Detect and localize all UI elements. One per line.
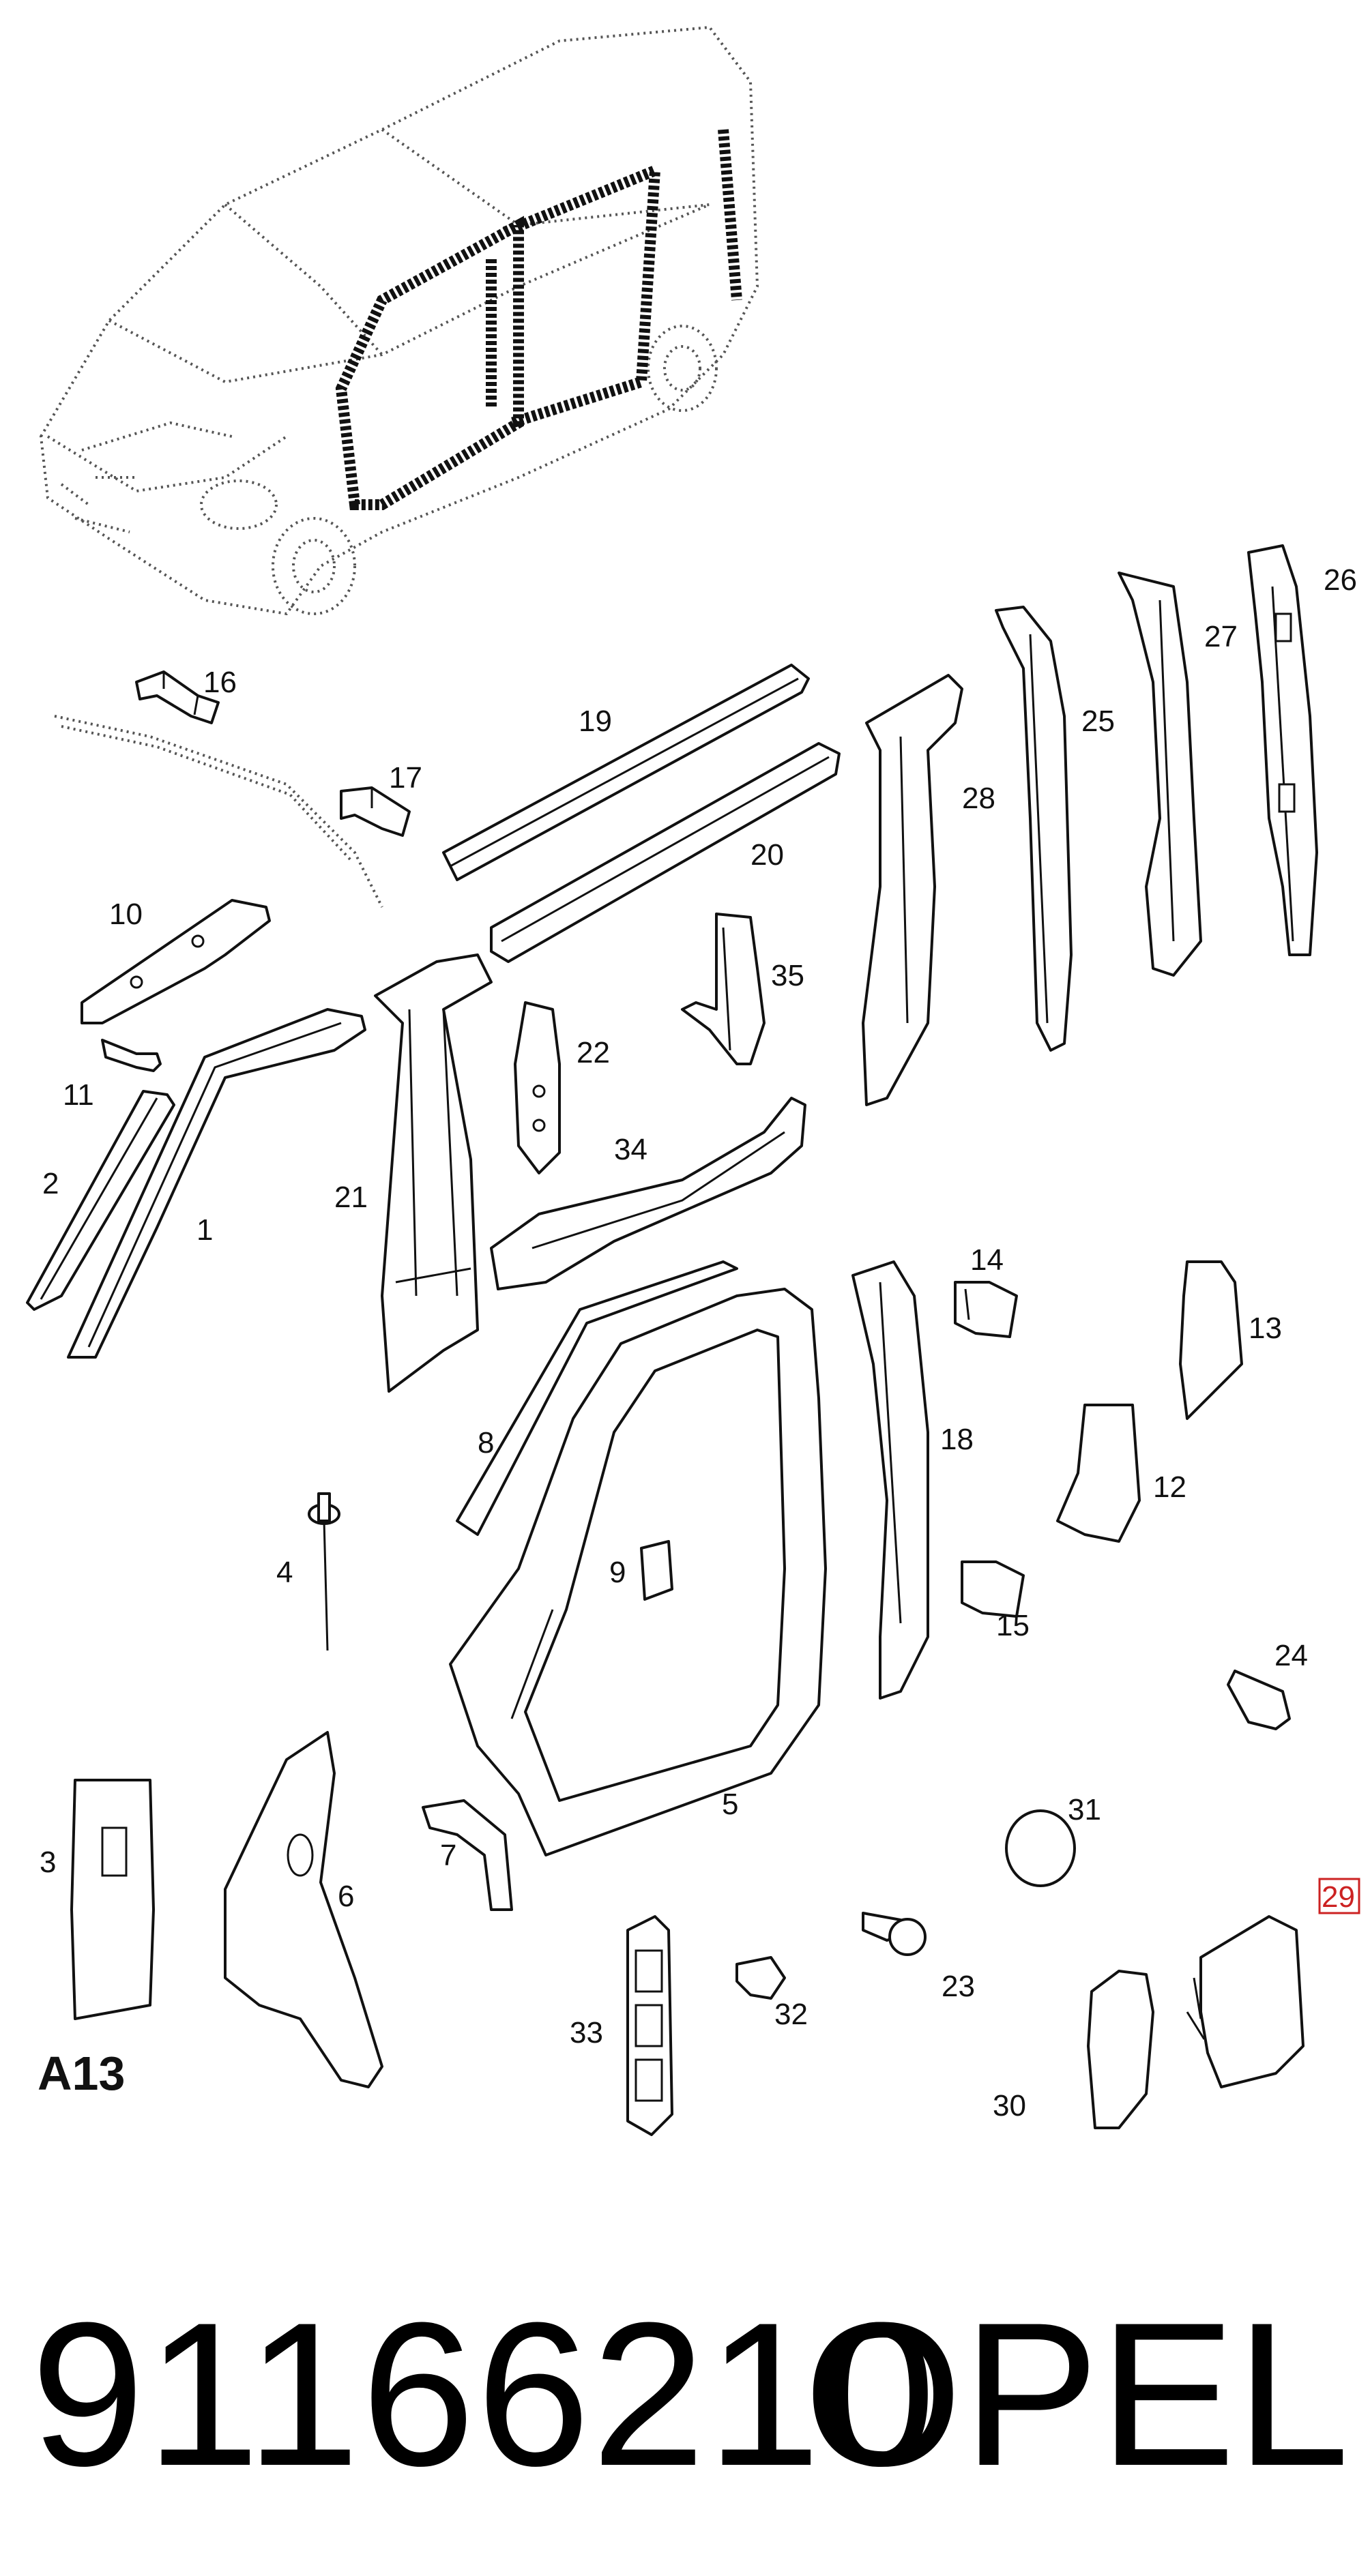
parts-diagram: 1 2 3 4 5 6 7 8 9 10 11 12 13 14 15 16 1…: [26, 25, 1360, 2136]
callout-23: 23: [942, 1970, 975, 2003]
part-26-pillar: [1247, 544, 1318, 956]
part-29-filler-flap: [1186, 1915, 1305, 2088]
part-17-clip: [340, 786, 411, 837]
part-5-side-frame: [449, 1288, 827, 1856]
part-4-rivet: [308, 1492, 340, 1651]
callout-29: 29: [1322, 1880, 1355, 1914]
part-33-frame: [626, 1915, 673, 2136]
callout-8: 8: [478, 1426, 494, 1460]
callout-3: 3: [40, 1846, 56, 1879]
callout-15: 15: [996, 1609, 1030, 1642]
sheet-label: A13: [38, 2047, 126, 2100]
callout-21: 21: [334, 1181, 368, 1214]
callout-31: 31: [1068, 1793, 1101, 1826]
part-20-sill: [490, 742, 841, 963]
part-30-panel: [1087, 1970, 1154, 2129]
callout-25: 25: [1081, 705, 1115, 738]
part-14-clip: [954, 1281, 1018, 1338]
part-28-pillar: [862, 674, 963, 1106]
callout-1: 1: [196, 1213, 213, 1247]
callout-9: 9: [609, 1556, 626, 1589]
part-10-bracket: [81, 899, 271, 1024]
part-6-pillar-lower: [224, 1731, 383, 2088]
callout-17: 17: [389, 761, 422, 795]
callouts: 1 2 3 4 5 6 7 8 9 10 11 12 13 14 15 16 1…: [40, 563, 1360, 2122]
part-21-b-pillar: [374, 953, 493, 1393]
part-18-pillar: [851, 1260, 929, 1700]
callout-6: 6: [338, 1880, 354, 1913]
callout-24: 24: [1274, 1639, 1308, 1672]
callout-10: 10: [109, 898, 143, 931]
callout-27: 27: [1204, 620, 1238, 653]
part-34-rail: [490, 1097, 806, 1290]
callout-34: 34: [614, 1133, 647, 1166]
part-number: 91166210: [31, 2279, 937, 2508]
callout-12: 12: [1153, 1470, 1186, 1504]
part-35-bracket: [681, 913, 766, 1065]
part-7-arch: [422, 1799, 513, 1911]
part-31-cap: [1005, 1809, 1076, 1887]
part-16-clip: [135, 670, 220, 724]
part-8-strip: [456, 1260, 738, 1536]
callout-16: 16: [203, 666, 237, 699]
part-23-screw: [862, 1912, 927, 1956]
van-overview-illustration: [39, 25, 759, 616]
callout-7: 7: [440, 1839, 456, 1872]
callout-19: 19: [579, 705, 612, 738]
part-32-clip: [735, 1956, 786, 2000]
callout-2: 2: [42, 1167, 59, 1200]
callout-13: 13: [1249, 1312, 1282, 1345]
part-9-bracket: [640, 1540, 673, 1601]
callout-20: 20: [750, 838, 784, 872]
callout-4: 4: [276, 1556, 293, 1589]
part-24-plug: [1227, 1670, 1291, 1730]
callout-30: 30: [993, 2089, 1026, 2122]
callout-18: 18: [940, 1423, 974, 1456]
part-11-bolt: [101, 1039, 162, 1072]
callout-35: 35: [771, 959, 804, 992]
part-3-trim: [70, 1779, 155, 2020]
callout-11: 11: [63, 1078, 94, 1112]
callout-5: 5: [722, 1788, 738, 1821]
callout-22: 22: [577, 1036, 610, 1069]
callout-29-highlight-box: [1318, 1878, 1360, 1914]
part-12-panel: [1056, 1404, 1141, 1543]
part-25-pillar: [995, 606, 1073, 1052]
callout-14: 14: [970, 1243, 1004, 1277]
part-2-pillar-trim: [26, 1090, 175, 1311]
callout-28: 28: [962, 782, 995, 815]
roof-trim-dotted: [54, 715, 383, 908]
part-13-panel: [1179, 1260, 1243, 1420]
part-15-clip: [961, 1560, 1025, 1618]
callout-26: 26: [1324, 563, 1357, 597]
part-19-sill: [442, 664, 810, 881]
part-27-pillar: [1118, 572, 1202, 977]
part-1-a-pillar: [67, 1008, 366, 1359]
part-22-bracket: [514, 1001, 561, 1174]
brand-name: OPEL: [803, 2279, 1350, 2508]
callout-32: 32: [774, 1998, 808, 2031]
callout-33: 33: [570, 2016, 603, 2049]
